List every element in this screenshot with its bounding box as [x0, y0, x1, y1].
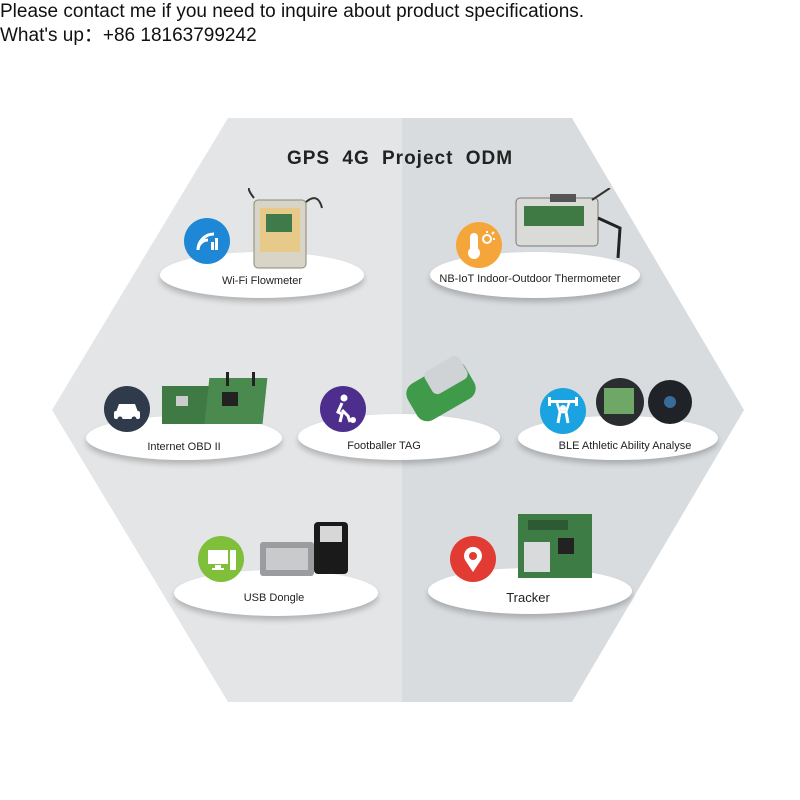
wifi-icon	[184, 218, 230, 264]
weightlifter-icon	[540, 388, 586, 434]
product-label: Wi-Fi Flowmeter	[221, 275, 303, 287]
contact-line-inquiry: Please contact me if you need to inquire…	[0, 1, 585, 22]
football-player-icon	[320, 386, 366, 432]
product-label: NB-IoT Indoor-Outdoor Thermometer	[439, 273, 621, 285]
product-label: Tracker	[506, 590, 550, 605]
usb-dongle-image	[260, 522, 348, 576]
section-title: GPS 4G Project ODM	[286, 148, 514, 169]
footballer-tag-image	[406, 355, 476, 422]
obd-board-image	[162, 372, 268, 424]
car-icon	[104, 386, 150, 432]
product-label: Footballer TAG	[347, 440, 421, 452]
location-pin-icon	[450, 536, 496, 582]
computer-icon	[198, 536, 244, 582]
product-label: BLE Athletic Ability Analyse	[558, 440, 692, 452]
flowmeter-device-image	[248, 188, 323, 269]
thermometer-device-image	[515, 188, 622, 259]
product-label: Internet OBD II	[147, 441, 221, 453]
thermometer-icon	[456, 222, 502, 268]
product-label: USB Dongle	[243, 592, 305, 604]
contact-header: Please contact me if you need to inquire…	[0, 0, 584, 48]
tracker-board-image	[518, 514, 592, 578]
ble-sensor-image	[596, 378, 692, 426]
contact-line-whatsapp: What's up：+86 18163799242	[0, 25, 257, 46]
